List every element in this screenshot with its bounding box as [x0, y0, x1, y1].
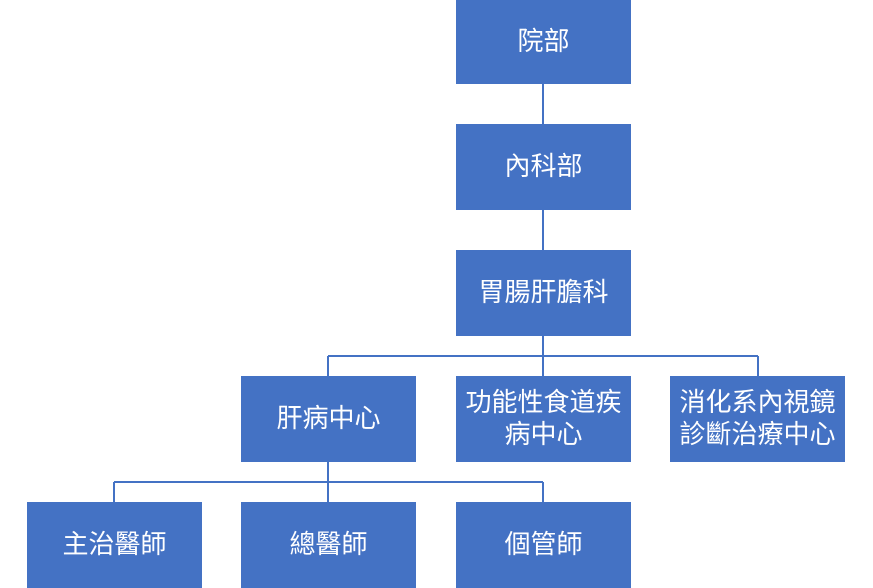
node-case-manager: 個管師 [456, 502, 631, 588]
node-chief-resident: 總醫師 [241, 502, 416, 588]
node-endoscopy-center: 消化系內視鏡 診斷治療中心 [670, 376, 845, 462]
node-esophageal-center: 功能性食道疾 病中心 [456, 376, 631, 462]
node-internal-medicine: 內科部 [456, 124, 631, 210]
node-hospital: 院部 [456, 0, 631, 84]
node-gastro-hepatology: 胃腸肝膽科 [456, 250, 631, 336]
node-liver-center: 肝病中心 [241, 376, 416, 462]
node-attending-physician: 主治醫師 [27, 502, 202, 588]
